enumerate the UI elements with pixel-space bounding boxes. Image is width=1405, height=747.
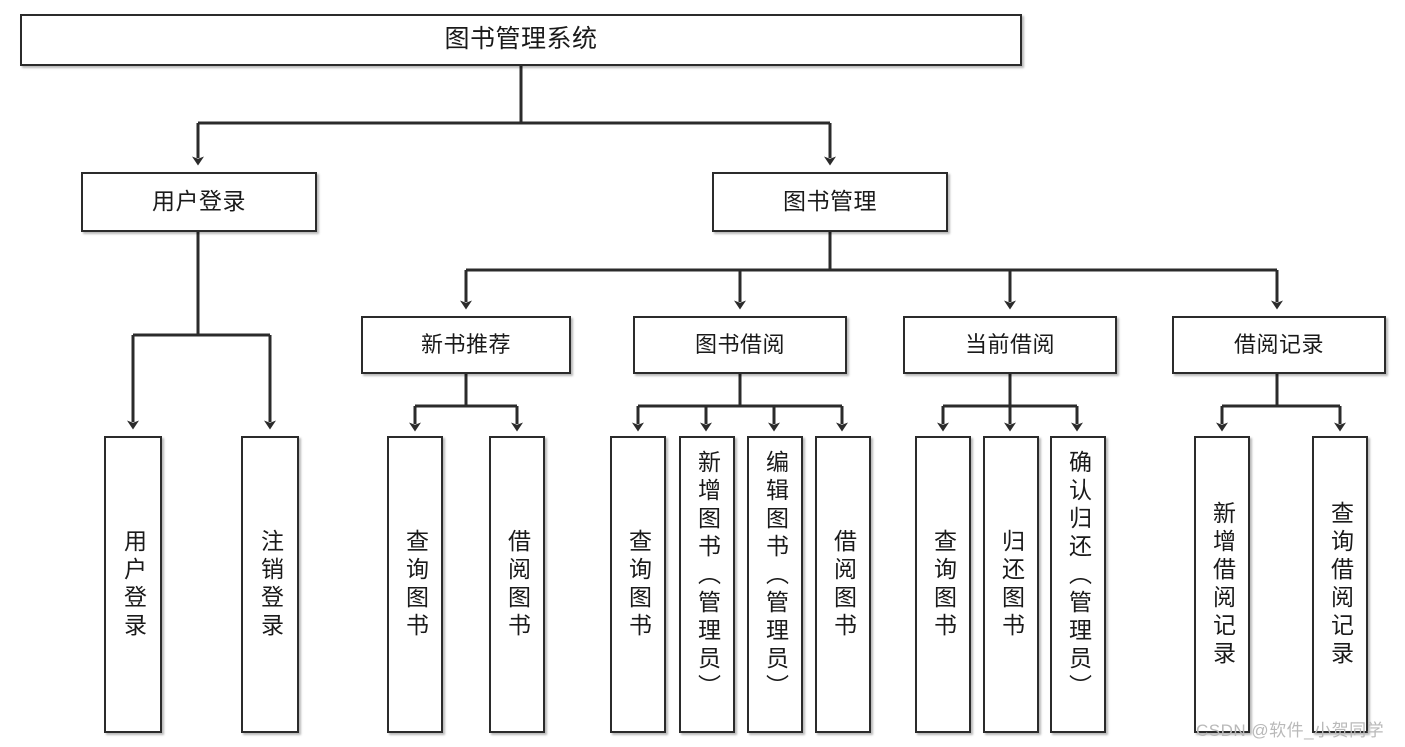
leaf-borrow-book-recommend-label: 借阅图书 — [504, 528, 531, 641]
leaf-query-book-borrow[interactable]: 查询图书 — [610, 436, 666, 733]
node-root-label: 图书管理系统 — [444, 25, 598, 54]
leaf-add-borrow-record-label: 新增借阅记录 — [1209, 500, 1236, 669]
leaf-return-book[interactable]: 归还图书 — [983, 436, 1039, 733]
node-current-borrow-label: 当前借阅 — [964, 331, 1055, 357]
leaf-borrow-book-recommend[interactable]: 借阅图书 — [489, 436, 545, 733]
node-user-login[interactable]: 用户登录 — [81, 172, 317, 232]
node-borrow-records-label: 借阅记录 — [1233, 331, 1324, 357]
leaf-confirm-return-admin[interactable]: 确认归还（管理员） — [1050, 436, 1106, 733]
leaf-query-book-current[interactable]: 查询图书 — [915, 436, 971, 733]
node-new-book-recommend[interactable]: 新书推荐 — [361, 316, 571, 374]
leaf-add-borrow-record[interactable]: 新增借阅记录 — [1194, 436, 1250, 733]
leaf-return-book-label: 归还图书 — [998, 528, 1025, 641]
node-current-borrow[interactable]: 当前借阅 — [903, 316, 1117, 374]
leaf-add-book-admin-label: 新增图书（管理员） — [694, 450, 721, 702]
leaf-user-login-label: 用户登录 — [120, 528, 147, 641]
node-book-management-label: 图书管理 — [783, 188, 877, 215]
node-new-book-recommend-label: 新书推荐 — [420, 331, 511, 357]
leaf-query-book-current-label: 查询图书 — [930, 528, 957, 641]
leaf-user-login[interactable]: 用户登录 — [104, 436, 162, 733]
leaf-query-borrow-record[interactable]: 查询借阅记录 — [1312, 436, 1368, 733]
leaf-query-borrow-record-label: 查询借阅记录 — [1327, 500, 1354, 669]
node-book-borrow[interactable]: 图书借阅 — [633, 316, 847, 374]
leaf-add-book-admin[interactable]: 新增图书（管理员） — [679, 436, 735, 733]
leaf-borrow-book[interactable]: 借阅图书 — [815, 436, 871, 733]
leaf-edit-book-admin-label: 编辑图书（管理员） — [762, 450, 789, 702]
leaf-query-book-recommend-label: 查询图书 — [402, 528, 429, 641]
node-borrow-records[interactable]: 借阅记录 — [1172, 316, 1386, 374]
leaf-edit-book-admin[interactable]: 编辑图书（管理员） — [747, 436, 803, 733]
node-book-borrow-label: 图书借阅 — [694, 331, 785, 357]
leaf-borrow-book-label: 借阅图书 — [830, 528, 857, 641]
leaf-query-book-recommend[interactable]: 查询图书 — [387, 436, 443, 733]
csdn-watermark: CSDN @软件_小贺同学 — [1196, 721, 1385, 740]
leaf-query-book-borrow-label: 查询图书 — [625, 528, 652, 641]
node-user-login-label: 用户登录 — [152, 188, 246, 215]
leaf-logout-label: 注销登录 — [257, 528, 284, 641]
node-book-management[interactable]: 图书管理 — [712, 172, 948, 232]
leaf-confirm-return-admin-label: 确认归还（管理员） — [1065, 450, 1092, 702]
node-root[interactable]: 图书管理系统 — [20, 14, 1022, 66]
leaf-logout[interactable]: 注销登录 — [241, 436, 299, 733]
